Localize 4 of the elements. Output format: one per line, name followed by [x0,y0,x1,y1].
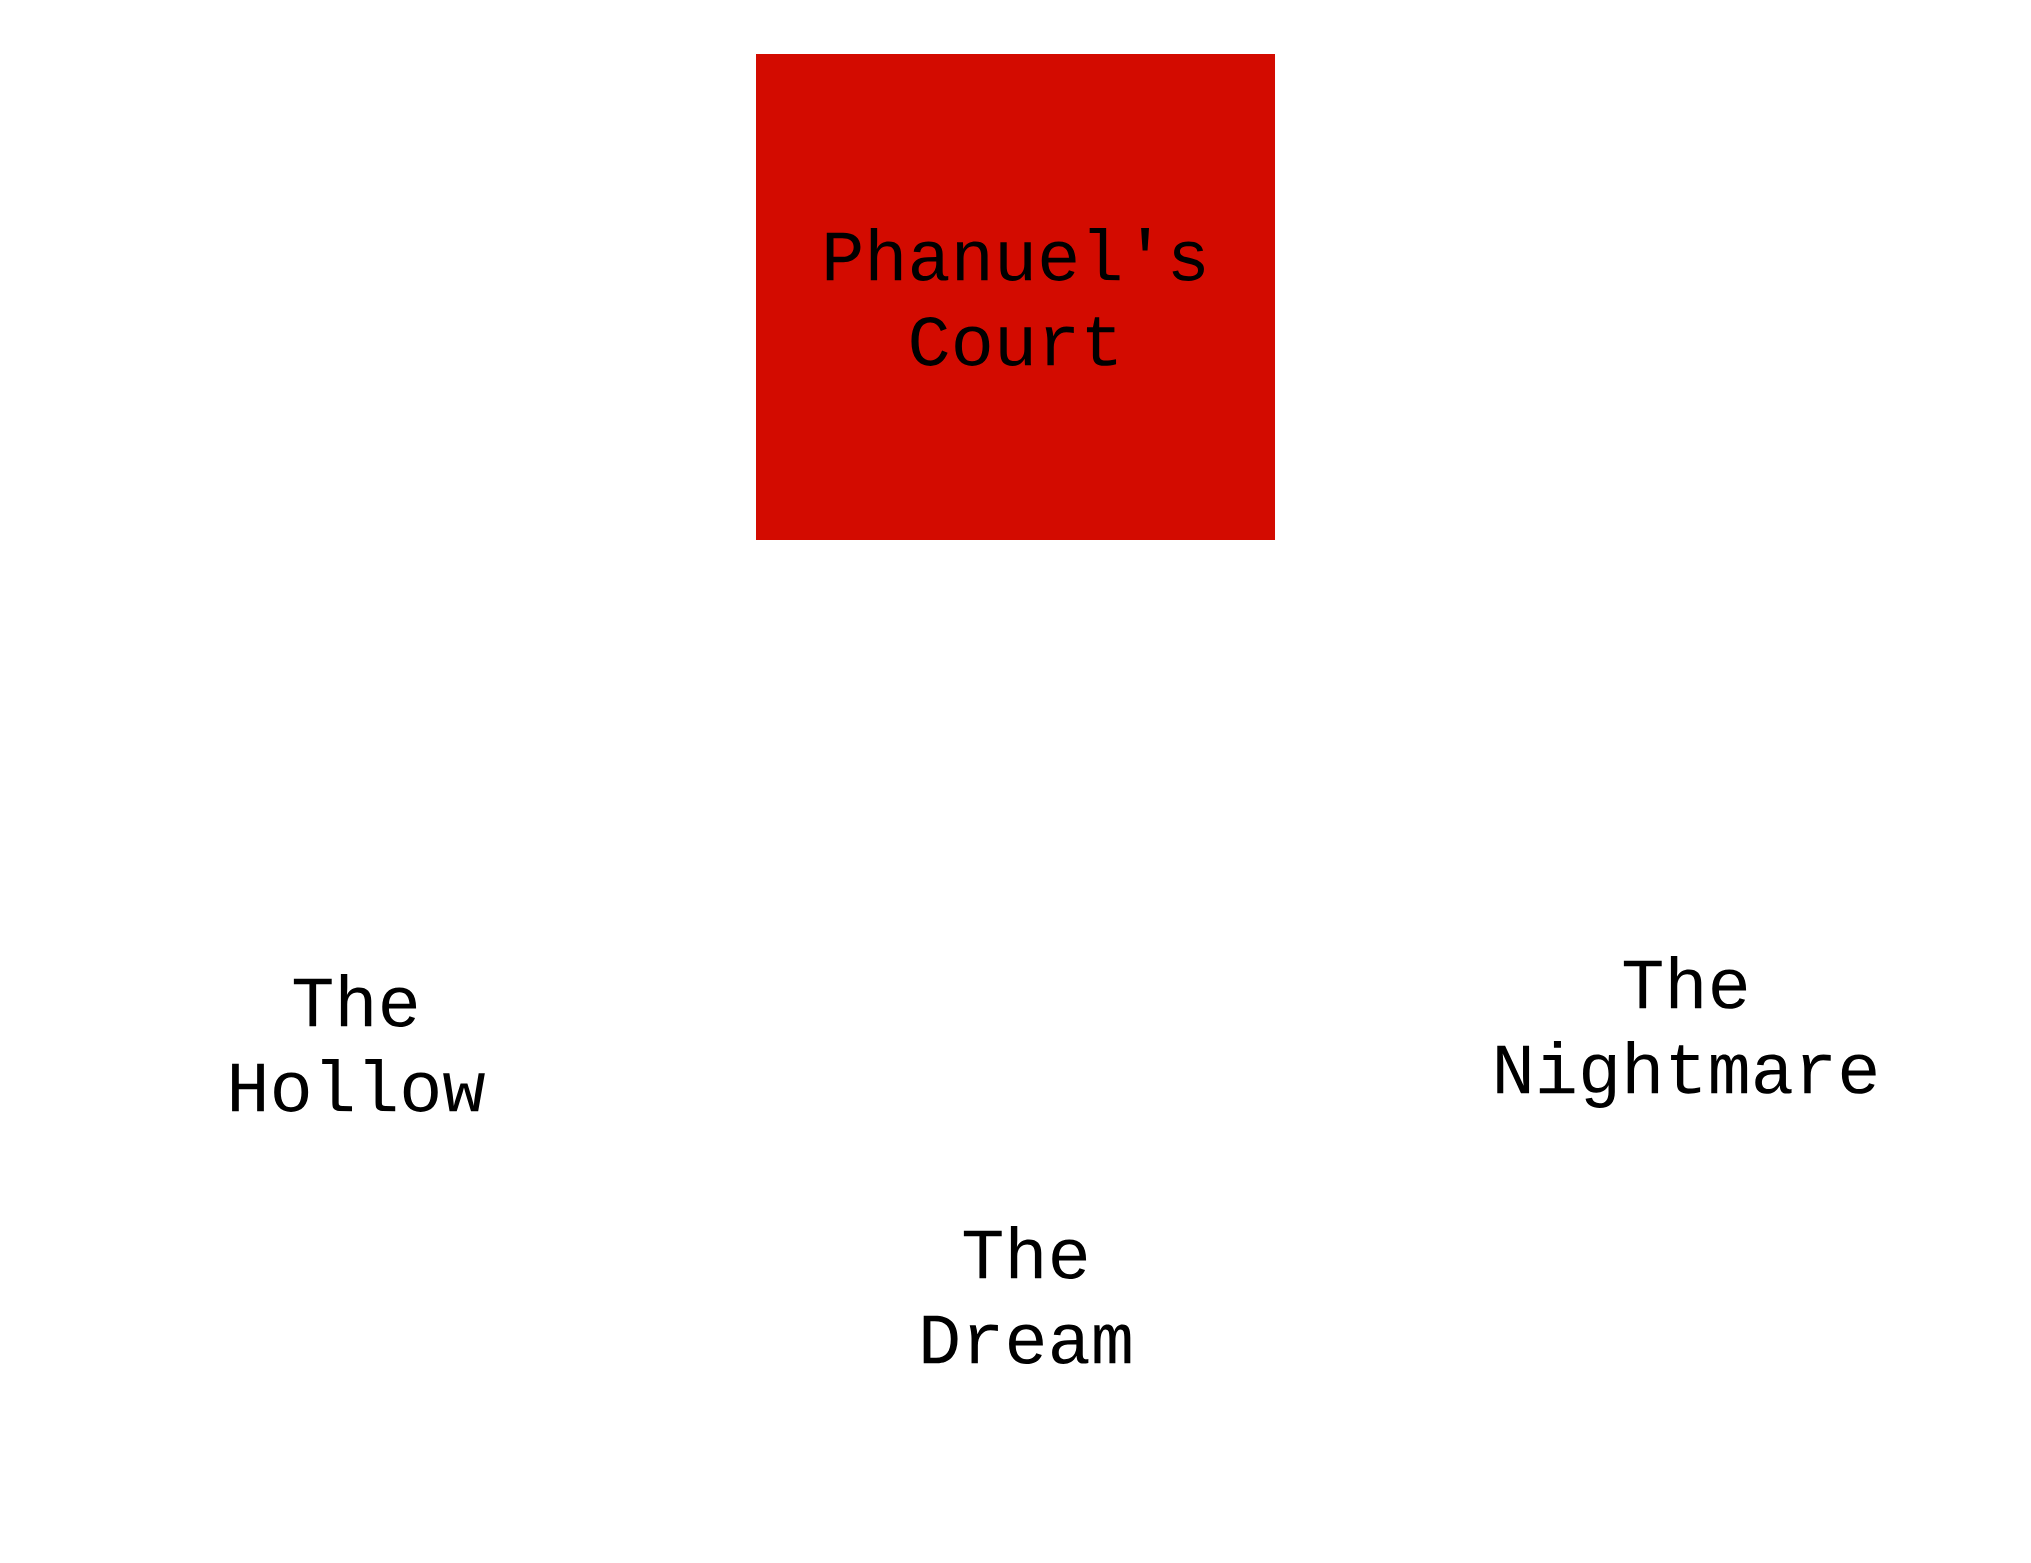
text-label: The Dream [923,1226,1131,1364]
text-label: The Nightmare [1497,955,1876,1109]
filled-box: Phanuel's Court [756,54,1275,540]
text-label: The Hollow [232,974,485,1112]
